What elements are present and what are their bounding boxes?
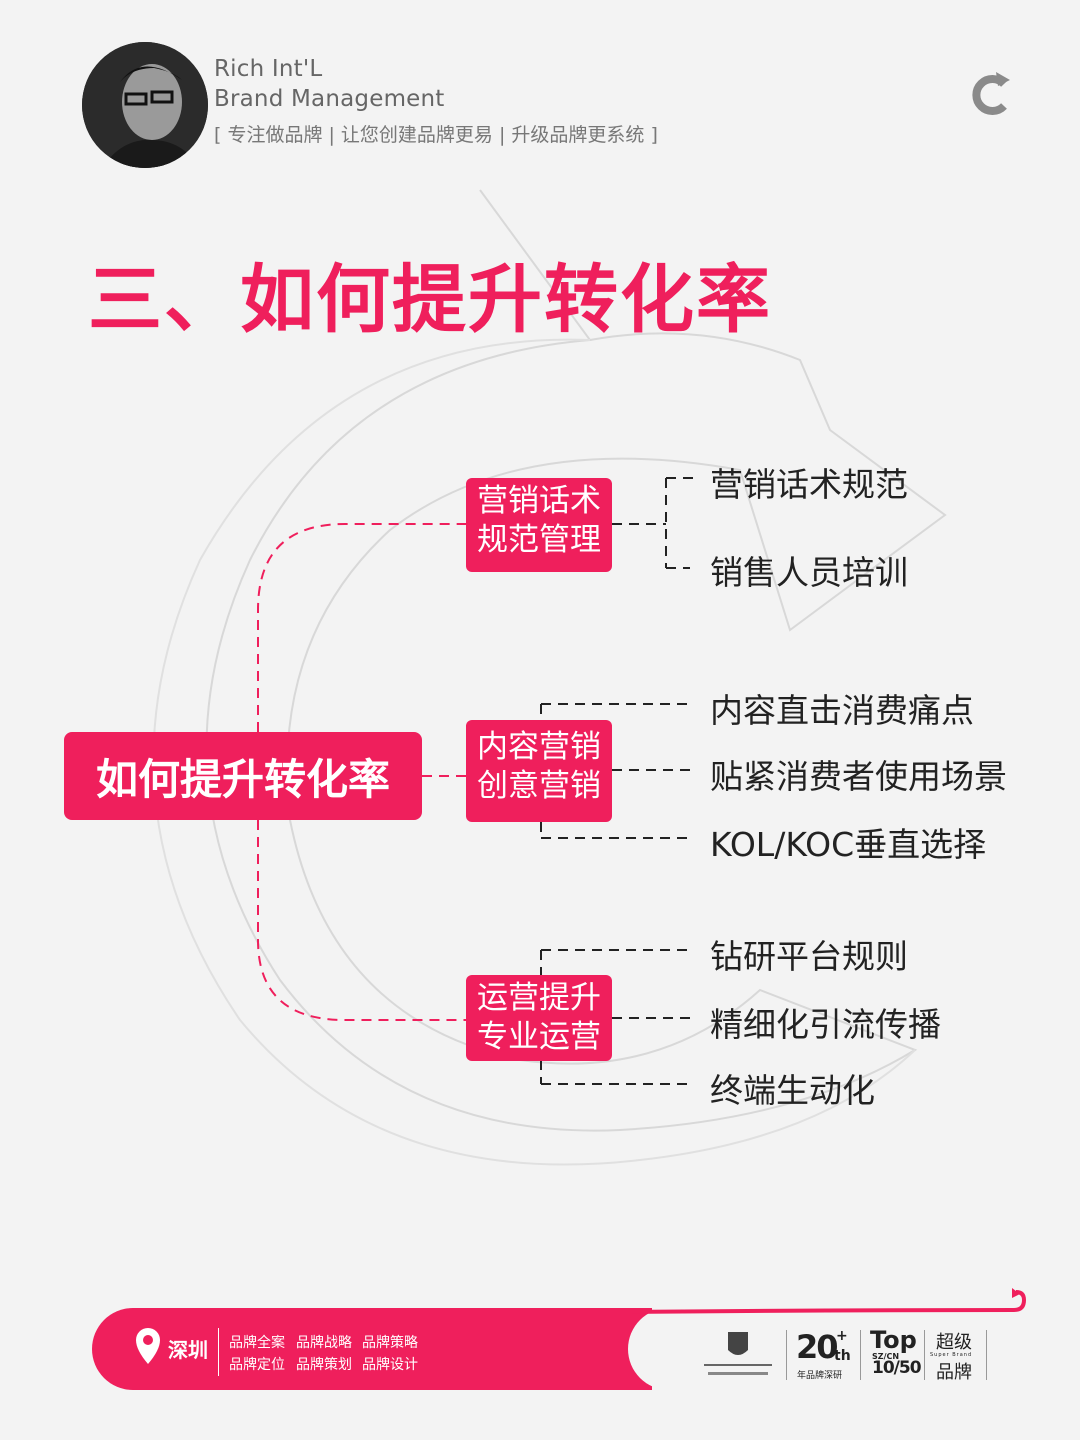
branch-node-1: 营销话术 规范管理	[466, 478, 612, 572]
branch-node-1-line2: 规范管理	[477, 522, 601, 558]
leaf-node: KOL/KOC垂直选择	[710, 825, 987, 864]
branch-node-3-line1: 运营提升	[477, 980, 601, 1016]
branch-node-3: 运营提升 专业运营	[466, 975, 612, 1061]
footer-badge-area	[628, 1308, 1028, 1390]
branch-node-1-line1: 营销话术	[477, 483, 601, 519]
years-number: 20	[796, 1328, 839, 1366]
super-english: Super Brand	[930, 1352, 973, 1358]
page-title: 三、如何提升转化率	[88, 257, 772, 343]
top-rank: 10/50	[872, 1358, 922, 1378]
location-pin-icon	[136, 1328, 160, 1364]
root-node: 如何提升转化率	[64, 732, 422, 820]
leaf-node: 内容直击消费痛点	[710, 691, 974, 730]
footer-divider	[218, 1328, 219, 1376]
top-word: Top	[870, 1326, 917, 1354]
leaf-node: 终端生动化	[710, 1071, 875, 1110]
super-line2: 品牌	[936, 1362, 972, 1383]
years-suffix: th	[834, 1348, 851, 1364]
service-item: 品牌策划	[296, 1357, 352, 1373]
badge-divider	[986, 1330, 987, 1380]
leaf-node: 精细化引流传播	[710, 1005, 941, 1044]
service-item: 品牌战略	[296, 1335, 352, 1351]
branch-node-2-line2: 创意营销	[477, 768, 601, 804]
branch-node-3-line2: 专业运营	[477, 1019, 601, 1055]
badge-divider	[860, 1330, 861, 1380]
school-emblem-icon	[704, 1332, 772, 1375]
leaf-node: 销售人员培训	[710, 553, 908, 592]
service-item: 品牌全案	[229, 1335, 285, 1351]
service-item: 品牌定位	[229, 1357, 285, 1373]
top-region: SZ/CN	[872, 1352, 900, 1361]
brand-name-line2: Brand Management	[214, 86, 445, 112]
super-line1: 超级	[936, 1332, 972, 1353]
tagline: [ 专注做品牌 | 让您创建品牌更易 | 升级品牌更系统 ]	[214, 124, 658, 146]
c-logo-icon	[972, 72, 1010, 115]
badge-divider	[924, 1330, 925, 1380]
branch-node-2: 内容营销 创意营销	[466, 720, 612, 822]
badge-divider	[786, 1330, 787, 1380]
city-label: 深圳	[168, 1338, 208, 1362]
branch-node-2-line1: 内容营销	[477, 729, 601, 765]
service-item: 品牌设计	[362, 1357, 418, 1373]
years-plus: +	[836, 1328, 848, 1344]
leaf-node: 钻研平台规则	[710, 937, 908, 976]
brand-name-line1: Rich Int'L	[214, 56, 323, 82]
footer-swoosh	[628, 1288, 1027, 1314]
footer-bar	[92, 1308, 652, 1390]
leaf-node: 贴紧消费者使用场景	[710, 757, 1007, 796]
service-item: 品牌策略	[362, 1335, 418, 1351]
avatar	[82, 42, 208, 168]
leaf-node: 营销话术规范	[710, 465, 908, 504]
years-caption: 年品牌深研	[797, 1371, 843, 1381]
